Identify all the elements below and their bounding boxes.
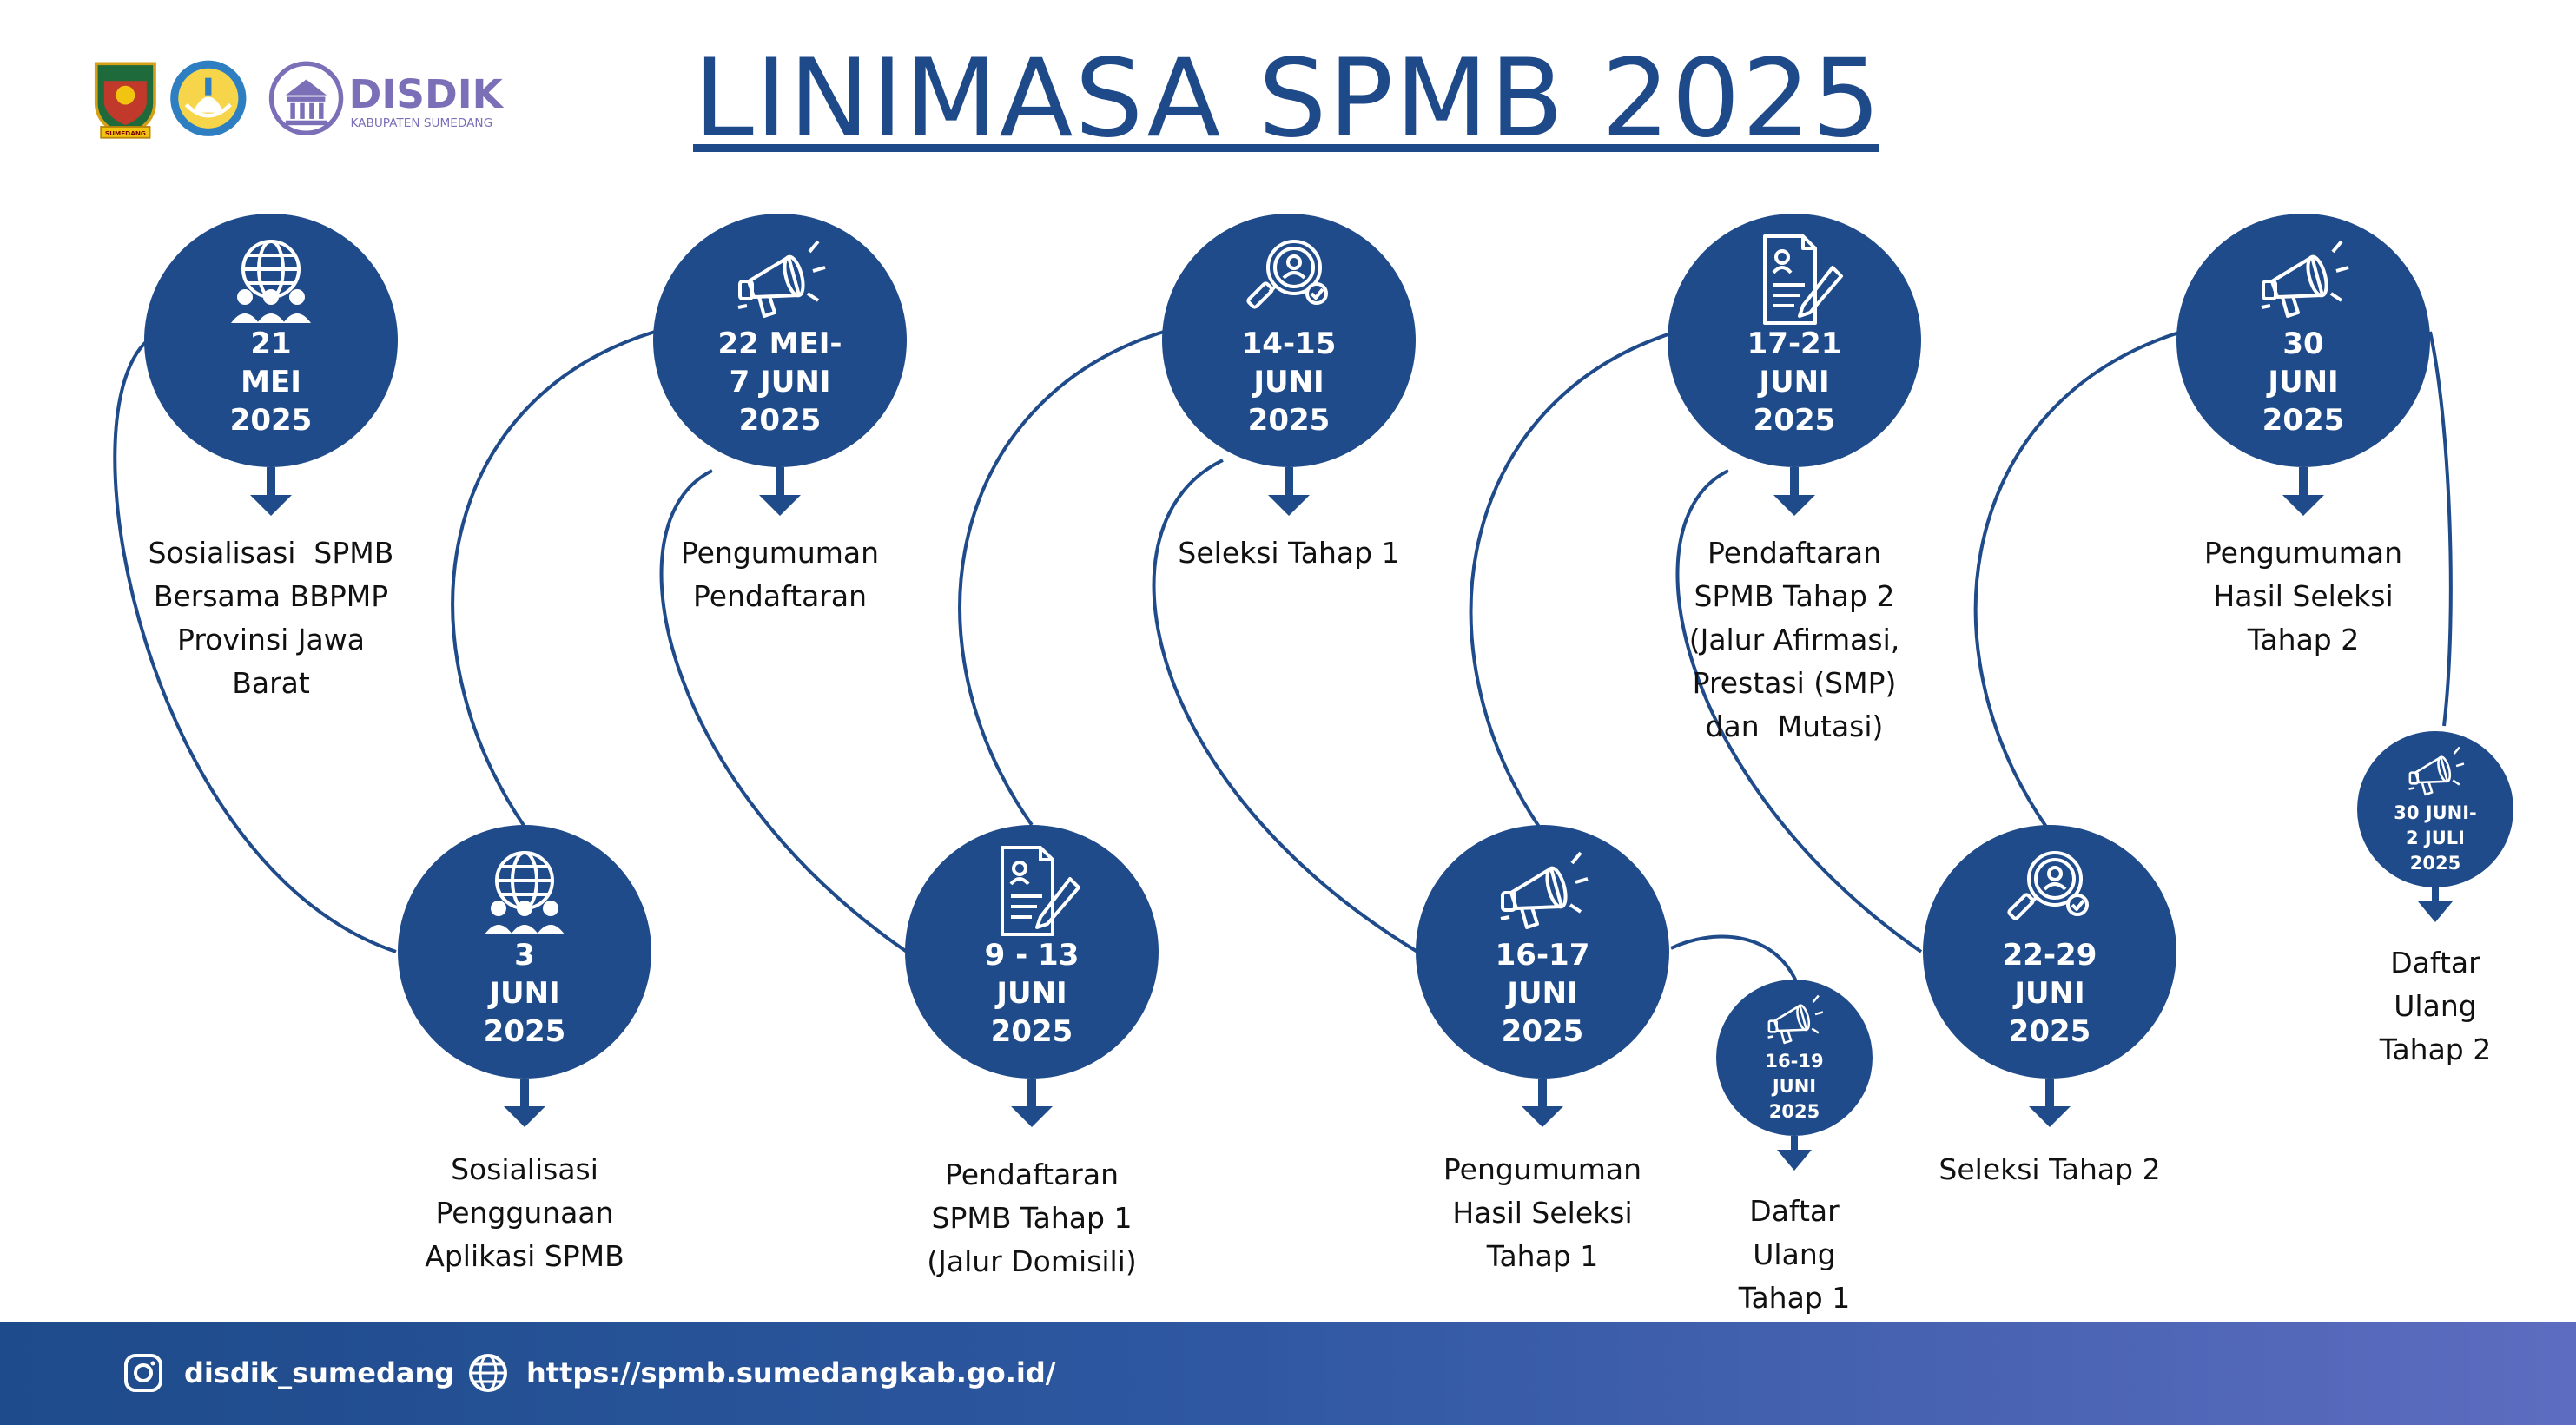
megaphone-icon (2251, 233, 2355, 328)
instagram-handle[interactable]: disdik_sumedang (184, 1356, 455, 1389)
arrow-head-9 (2029, 1106, 2071, 1127)
disdik-logo-icon (268, 61, 344, 135)
connector-9-10 (1973, 330, 2183, 828)
arrow-head-11 (2418, 901, 2453, 922)
page-title: LINIMASA SPMB 2025 (693, 36, 1883, 162)
connector-4-5 (958, 330, 1165, 827)
connector-10-11 (2428, 331, 2453, 727)
disdik-logo-subtext: KABUPATEN SUMEDANG (350, 116, 492, 130)
sumedang-emblem-icon: SUMEDANG (94, 62, 156, 139)
connector-6-8 (1469, 330, 1677, 828)
connector-6-7 (1670, 934, 1798, 982)
arrow-head-4 (1011, 1106, 1053, 1127)
arrow-shaft-4 (1027, 1079, 1036, 1110)
arrow-shaft-9 (2045, 1079, 2054, 1110)
footer-bar: disdik_sumedang https://spmb.sumedangkab… (0, 1322, 2576, 1425)
arrow-shaft-1 (267, 467, 275, 498)
globe-people-icon (472, 844, 577, 940)
arrow-head-7 (1777, 1150, 1812, 1171)
arrow-head-2 (504, 1106, 545, 1127)
form-pencil-icon (1742, 233, 1846, 328)
arrow-shaft-5 (1285, 467, 1293, 498)
instagram-icon[interactable] (123, 1353, 163, 1393)
arrow-shaft-7 (1791, 1136, 1798, 1153)
arrow-shaft-3 (776, 467, 784, 498)
arrow-head-6 (1522, 1106, 1563, 1127)
connector-3-4 (659, 469, 908, 953)
connector-8-9 (1675, 469, 1923, 953)
arrow-head-5 (1268, 495, 1310, 516)
kemendikbud-logo-icon (170, 60, 247, 136)
connector-5-6 (1152, 459, 1419, 953)
arrow-head-10 (2282, 495, 2324, 516)
arrow-shaft-2 (520, 1079, 529, 1110)
arrow-shaft-6 (1538, 1079, 1547, 1110)
arrow-head-1 (250, 495, 292, 516)
megaphone-icon (2402, 742, 2468, 802)
arrow-shaft-11 (2432, 887, 2439, 905)
arrow-shaft-10 (2299, 467, 2308, 498)
connector-2-3 (451, 330, 656, 828)
arrow-head-8 (1773, 495, 1815, 516)
emblem-ribbon-text: SUMEDANG (105, 129, 146, 137)
megaphone-icon (1761, 990, 1827, 1051)
megaphone-icon (728, 233, 832, 328)
arrow-head-3 (759, 495, 801, 516)
event-description: Seleksi Tahap 2 (1939, 1152, 2161, 1186)
globe-people-icon (219, 233, 323, 328)
connector-1-2 (113, 339, 397, 953)
event-description: Seleksi Tahap 1 (1178, 536, 1400, 570)
title-underline (693, 144, 1879, 152)
form-pencil-icon (980, 844, 1084, 940)
arrow-shaft-8 (1790, 467, 1799, 498)
globe-icon[interactable] (467, 1352, 509, 1394)
magnifier-profile-icon (1237, 233, 1341, 328)
magnifier-profile-icon (1998, 844, 2102, 940)
disdik-logo-text: DISDIK (349, 71, 505, 117)
website-link[interactable]: https://spmb.sumedangkab.go.id/ (526, 1356, 1056, 1389)
logos: SUMEDANG DISDIK KABUPATEN SUMEDANG (94, 60, 505, 139)
megaphone-icon (1490, 844, 1595, 940)
